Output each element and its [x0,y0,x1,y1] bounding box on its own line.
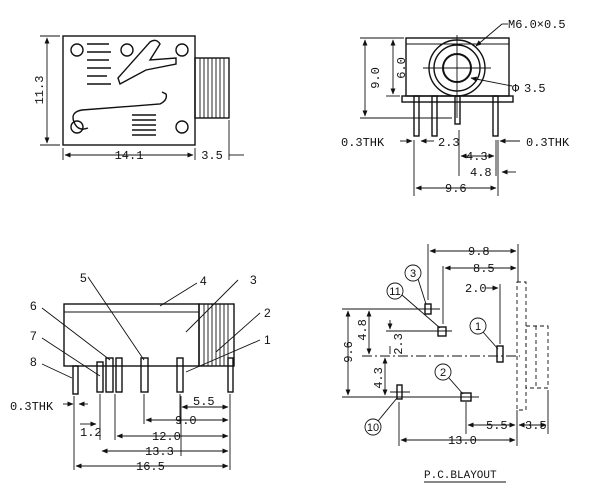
pcb-pin-circle-3 [404,264,422,282]
dim-front-height-body: 6.0 [395,57,409,79]
side-callout-8: 8 [30,355,37,369]
pcb-nose-outline [525,325,549,389]
dim-front-thk-right: 0.3THK [526,136,570,150]
pcb-pad-11 [437,326,447,337]
dim-top-length: 14.1 [115,149,144,163]
pcb-caption: P.C.BLAYOUT [424,470,497,482]
dim-front-bore: 3.5 [524,82,546,96]
pcb-pad-1 [496,345,504,363]
dim-front-thk-left: 0.3THK [341,136,385,150]
front-view: M6.0×0.5 Φ 3.5 9.0 6.0 0.3THK 0.3THK 2.3… [341,18,570,196]
dim-front-spacing-a: 2.3 [438,136,460,150]
pcb-pin-3: 3 [410,268,416,280]
dim-front-width: 9.6 [445,182,467,196]
dim-side-16-5: 16.5 [136,460,165,474]
dim-pcb-4-8: 4.8 [356,319,370,341]
side-pin-5 [140,357,149,393]
top-lower-spring [132,114,156,136]
side-callout-7: 7 [30,329,37,343]
side-pin-6 [105,357,114,393]
side-view: 5 4 3 2 1 6 7 8 0.3THK 5.5 9.0 1.2 12.0 [10,271,271,474]
dim-front-thread: M6.0×0.5 [508,18,566,32]
dim-side-12-0: 12.0 [152,430,181,444]
dim-pcb-5-5: 5.5 [486,419,508,433]
pcb-layout-view: 3 11 1 2 10 9.8 8.5 2.0 9.6 4.8 2.3 [342,244,549,483]
dim-pcb-4-3: 4.3 [372,367,386,389]
top-hole-br [175,120,189,134]
dim-side-13-3: 13.3 [145,445,174,459]
top-hole-tr [175,43,189,57]
dim-pcb-13-0: 13.0 [448,434,477,448]
top-upper-spring [87,43,111,85]
pcb-pin-10: 10 [367,422,379,434]
top-view: 11.3 14.1 3.5 [33,35,244,163]
dim-side-thk: 0.3THK [10,400,54,414]
front-pin-center [454,95,461,125]
side-callout-6: 6 [30,299,37,313]
top-hole-bl [70,120,84,134]
side-pin-front [227,357,234,393]
front-base-flange [401,95,514,103]
dim-side-5-5: 5.5 [193,395,215,409]
dim-pcb-3-5: 3.5 [525,419,547,433]
side-callout-1: 1 [264,333,271,347]
dim-pcb-9-6: 9.6 [342,341,356,363]
top-thread-ridges [199,58,225,118]
dim-pcb-2-3: 2.3 [392,333,406,355]
front-body-outline [405,37,510,97]
dim-side-1-2: 1.2 [80,426,102,440]
dim-pcb-8-5: 8.5 [473,262,495,276]
pcb-pin-2: 2 [440,367,446,379]
pcb-body-outline [516,281,527,411]
bore-symbol: Φ [512,82,520,96]
top-lower-contact [72,91,168,130]
dim-side-9-0: 9.0 [175,414,197,428]
dim-front-spacing-b: 4.3 [466,150,488,164]
side-pin-8 [72,365,79,395]
side-pin-6b [115,357,123,393]
top-hole-tl [70,43,84,57]
top-hole-tc [120,43,134,57]
side-thread-ridges [203,304,229,366]
dim-front-height-total: 9.0 [369,67,383,89]
top-upper-contact [117,39,177,86]
side-pin-7 [96,361,104,393]
pcb-pin-1: 1 [475,321,481,333]
side-callout-5: 5 [80,271,87,285]
dim-top-nose: 3.5 [201,149,223,163]
side-callout-2: 2 [264,306,271,320]
pcb-pin-11: 11 [389,286,400,298]
side-pin-1 [176,357,184,393]
side-callout-4: 4 [200,274,207,288]
dim-front-spacing-c: 4.8 [470,166,492,180]
side-body-outline [63,303,200,367]
dim-pcb-9-8: 9.8 [468,245,490,259]
side-thread-nose [198,303,235,367]
dim-pcb-2-0: 2.0 [465,282,487,296]
dim-top-height: 11.3 [33,76,47,105]
side-callout-3: 3 [250,273,257,287]
